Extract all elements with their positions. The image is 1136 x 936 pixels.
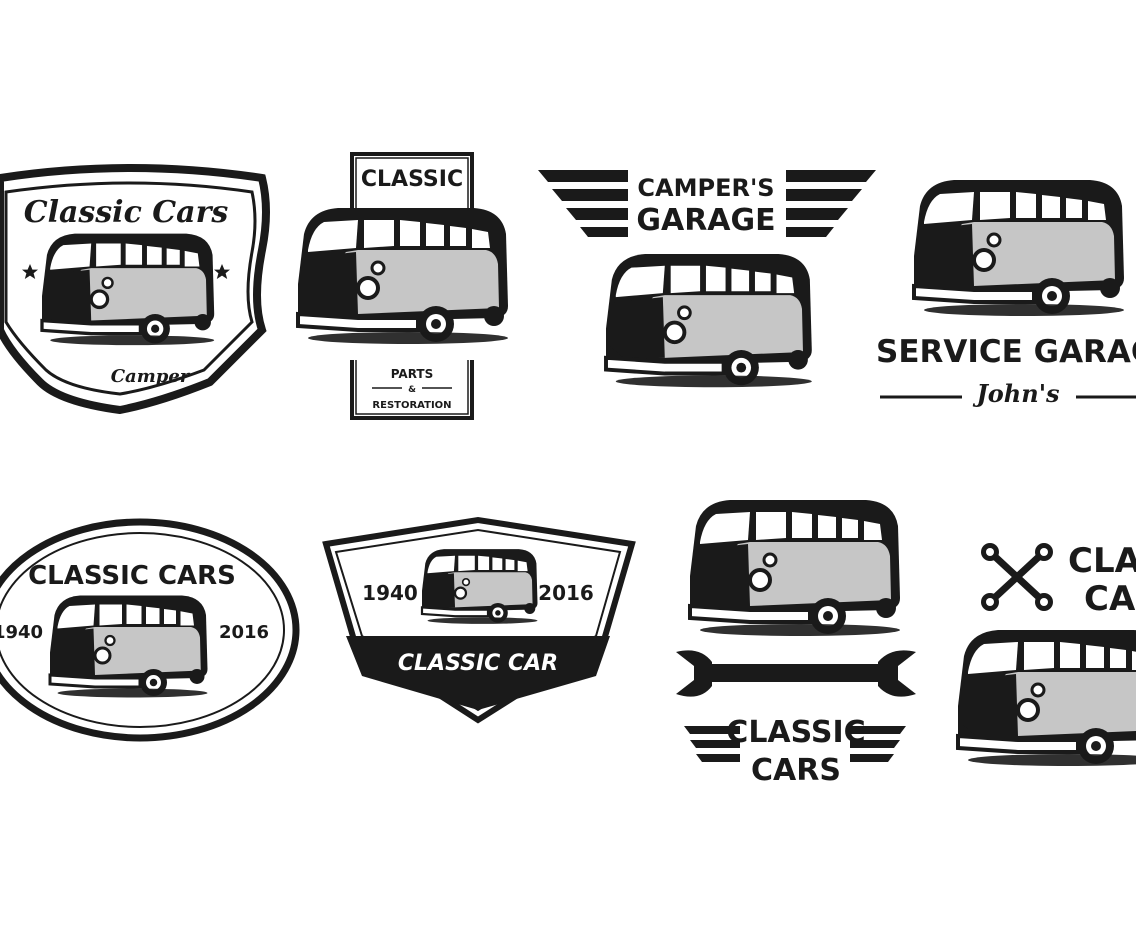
badge-winged: CAMPER'S GARAGE: [538, 170, 876, 390]
winged-line2: GARAGE: [636, 203, 775, 238]
oval-inner-outline: [0, 532, 285, 728]
van-icon: [604, 252, 814, 390]
hex-year-right: 2016: [538, 581, 594, 605]
van-icon: [40, 231, 216, 347]
wrench-wing-right: [850, 726, 906, 762]
star-icon: [22, 264, 38, 279]
hex-year-left: 1940: [362, 581, 418, 605]
badge-wrench: CLASSIC CARS: [676, 498, 916, 788]
van-icon: [912, 178, 1126, 318]
service-sub: John's: [972, 379, 1060, 408]
crossed-line2: CARS: [1084, 579, 1136, 619]
wing-right: [786, 170, 876, 237]
wrench-wing-left: [684, 726, 740, 762]
van-icon: [956, 628, 1136, 768]
oval-title: CLASSIC CARS: [28, 561, 236, 591]
shield-footer: Camper: [111, 366, 191, 387]
shield-outline: [0, 164, 270, 415]
rect-line1: PARTS: [391, 367, 434, 381]
van-icon: [688, 498, 902, 638]
rect-title: CLASSIC: [361, 167, 463, 192]
badge-crossed: CLASSIC CARS: [956, 541, 1136, 768]
wrench-line2: CARS: [751, 753, 841, 788]
rect-amp: &: [408, 385, 416, 395]
oval-year-left: 1940: [0, 622, 43, 643]
badge-oval: CLASSIC CARS 1940 2016: [0, 518, 300, 742]
badge-tall-rect: CLASSIC PARTS & RESTORATION: [296, 152, 516, 420]
van-icon: [48, 594, 209, 699]
winged-line1: CAMPER'S: [637, 174, 774, 202]
crossed-wrenches-icon: [981, 543, 1053, 611]
service-title: SERVICE GARAGE: [876, 334, 1136, 370]
rect-line2: RESTORATION: [372, 400, 451, 411]
hex-banner-text: CLASSIC CAR: [398, 651, 558, 676]
wing-left: [538, 170, 628, 237]
hex-banner: [346, 636, 610, 710]
badge-hex: 1940 2016 CLASSIC CAR: [322, 516, 636, 724]
oval-outline: [0, 518, 300, 742]
wrench-line1: CLASSIC: [726, 715, 865, 750]
badge-shield: Classic Cars Camper: [0, 164, 270, 415]
badge-service: SERVICE GARAGE John's: [876, 178, 1136, 408]
oval-year-right: 2016: [219, 622, 269, 643]
crossed-line1: CLASSIC: [1068, 541, 1136, 581]
van-icon: [420, 547, 539, 626]
shield-title: Classic Cars: [24, 195, 229, 230]
wrench-icon: [676, 650, 916, 697]
star-icon: [214, 264, 230, 279]
shield-inner-outline: [4, 181, 257, 396]
